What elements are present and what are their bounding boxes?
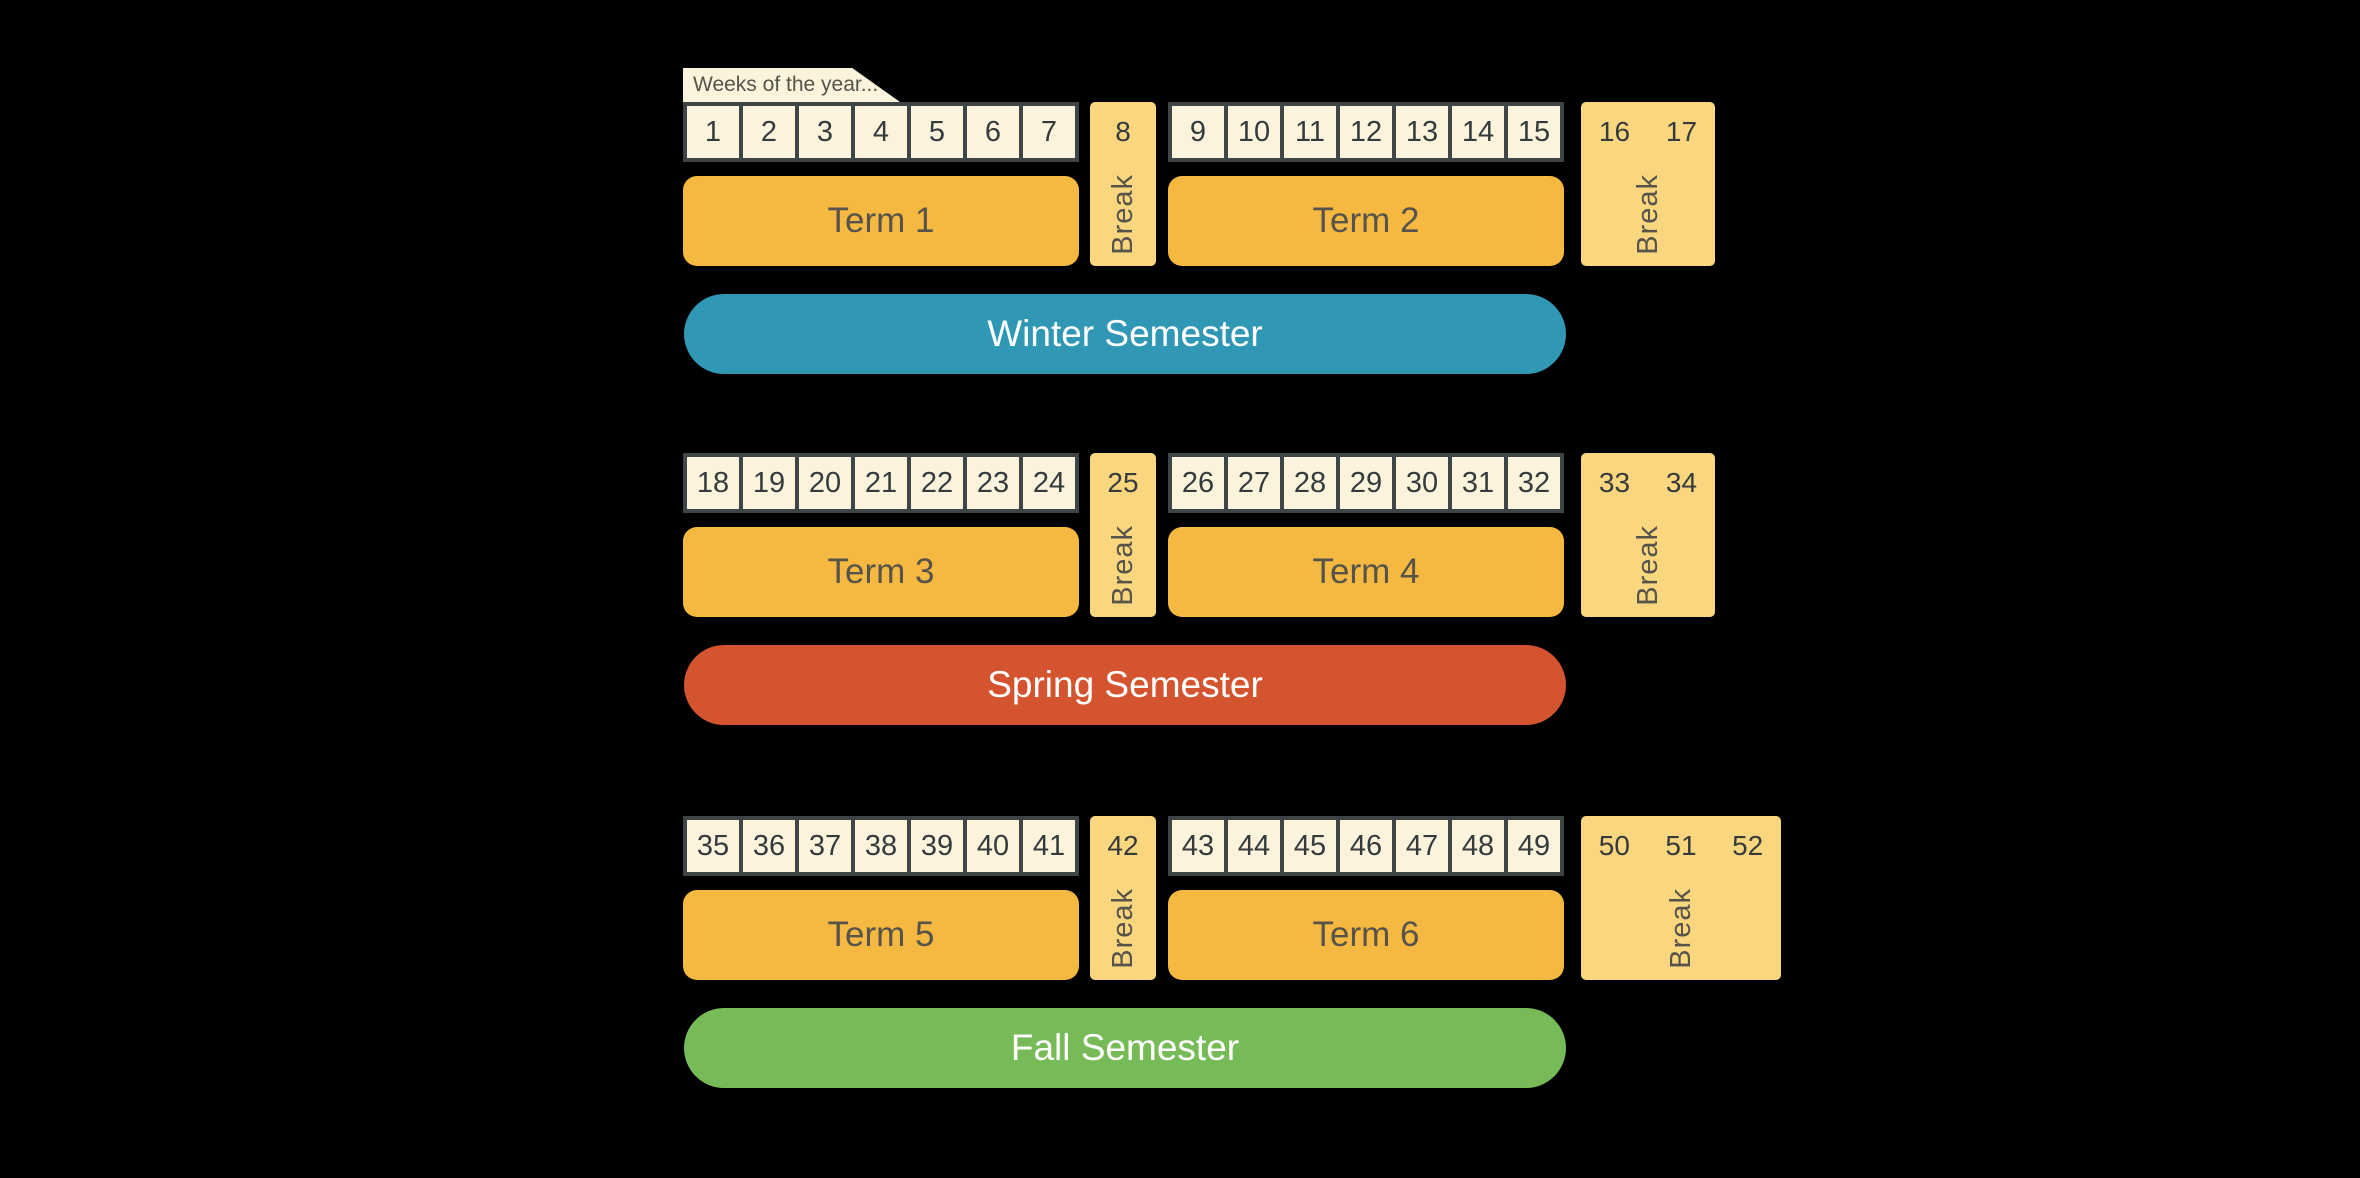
term-bar-term-2: Term 2 <box>1168 176 1564 266</box>
break-week-numbers: 25 <box>1090 453 1156 513</box>
week-cell: 27 <box>1224 457 1280 509</box>
term-bar-term-1: Term 1 <box>683 176 1079 266</box>
week-cell: 43 <box>1181 829 1215 862</box>
week-cell: 52 <box>1732 830 1764 861</box>
week-cell: 18 <box>696 466 730 499</box>
week-cell: 5 <box>907 106 963 158</box>
winter-semester-pill: Winter Semester <box>684 294 1566 374</box>
week-cell: 15 <box>1504 106 1560 158</box>
week-cell: 44 <box>1224 820 1280 872</box>
term-bar-term-6: Term 6 <box>1168 890 1564 980</box>
break-label-wrap: Break <box>1581 876 1781 980</box>
break-week-numbers: 50 51 52 <box>1581 816 1781 876</box>
term-bar-term-3: Term 3 <box>683 527 1079 617</box>
break-label-wrap: Break <box>1090 876 1156 980</box>
week-cell: 24 <box>1019 457 1075 509</box>
week-cell: 2 <box>739 106 795 158</box>
break-label: Break <box>1631 524 1664 606</box>
week-cell: 14 <box>1448 106 1504 158</box>
break-box-week-25: 25 Break <box>1090 453 1156 617</box>
break-box-weeks-33-34: 33 34 Break <box>1581 453 1715 617</box>
break-week-numbers: 33 34 <box>1581 453 1715 513</box>
week-cell: 22 <box>907 457 963 509</box>
week-cell: 28 <box>1280 457 1336 509</box>
week-cell: 51 <box>1665 830 1697 861</box>
week-cell: 34 <box>1665 467 1698 498</box>
week-cell: 10 <box>1224 106 1280 158</box>
weeks-of-year-tab: Weeks of the year... <box>683 68 900 102</box>
break-box-weeks-50-51-52: 50 51 52 Break <box>1581 816 1781 980</box>
break-box-week-8: 8 Break <box>1090 102 1156 266</box>
week-cell: 41 <box>1019 820 1075 872</box>
week-cell: 36 <box>739 820 795 872</box>
term-bar-term-5: Term 5 <box>683 890 1079 980</box>
break-week-numbers: 42 <box>1090 816 1156 876</box>
week-cell: 3 <box>795 106 851 158</box>
break-label: Break <box>1106 173 1139 255</box>
week-cell: 50 <box>1598 830 1630 861</box>
week-cell: 45 <box>1280 820 1336 872</box>
break-label-wrap: Break <box>1090 513 1156 617</box>
break-label-wrap: Break <box>1090 162 1156 266</box>
week-cell: 42 <box>1107 830 1139 861</box>
break-week-numbers: 8 <box>1090 102 1156 162</box>
week-cell: 40 <box>963 820 1019 872</box>
week-cell: 20 <box>795 457 851 509</box>
week-cell: 37 <box>795 820 851 872</box>
week-cell: 4 <box>851 106 907 158</box>
week-cell: 21 <box>851 457 907 509</box>
week-cell: 35 <box>696 829 730 862</box>
spring-semester-pill: Spring Semester <box>684 645 1566 725</box>
week-cell: 38 <box>851 820 907 872</box>
week-cell: 19 <box>739 457 795 509</box>
week-cell: 47 <box>1392 820 1448 872</box>
week-cell: 1 <box>704 115 722 148</box>
term-bar-term-4: Term 4 <box>1168 527 1564 617</box>
break-label: Break <box>1631 173 1664 255</box>
break-label-wrap: Break <box>1581 162 1715 266</box>
week-cell: 30 <box>1392 457 1448 509</box>
break-label: Break <box>1106 524 1139 606</box>
week-cell: 11 <box>1280 106 1336 158</box>
break-label-wrap: Break <box>1581 513 1715 617</box>
week-cell: 13 <box>1392 106 1448 158</box>
week-cell: 8 <box>1115 116 1131 147</box>
break-box-week-42: 42 Break <box>1090 816 1156 980</box>
week-cell: 31 <box>1448 457 1504 509</box>
week-cell: 32 <box>1504 457 1560 509</box>
week-cell: 12 <box>1336 106 1392 158</box>
break-label: Break <box>1106 887 1139 969</box>
week-cell: 29 <box>1336 457 1392 509</box>
week-cell: 25 <box>1107 467 1139 498</box>
fall-semester-pill: Fall Semester <box>684 1008 1566 1088</box>
week-cell: 17 <box>1665 116 1698 147</box>
week-cell: 39 <box>907 820 963 872</box>
week-cell: 6 <box>963 106 1019 158</box>
week-cell: 48 <box>1448 820 1504 872</box>
week-cell: 16 <box>1598 116 1631 147</box>
week-cell: 26 <box>1181 466 1215 499</box>
week-cell: 23 <box>963 457 1019 509</box>
weeks-of-year-label: Weeks of the year... <box>693 73 879 96</box>
break-label: Break <box>1664 887 1697 969</box>
week-cell: 33 <box>1598 467 1631 498</box>
week-cell: 9 <box>1189 115 1207 148</box>
week-cell: 49 <box>1504 820 1560 872</box>
week-cell: 7 <box>1019 106 1075 158</box>
week-cell: 46 <box>1336 820 1392 872</box>
